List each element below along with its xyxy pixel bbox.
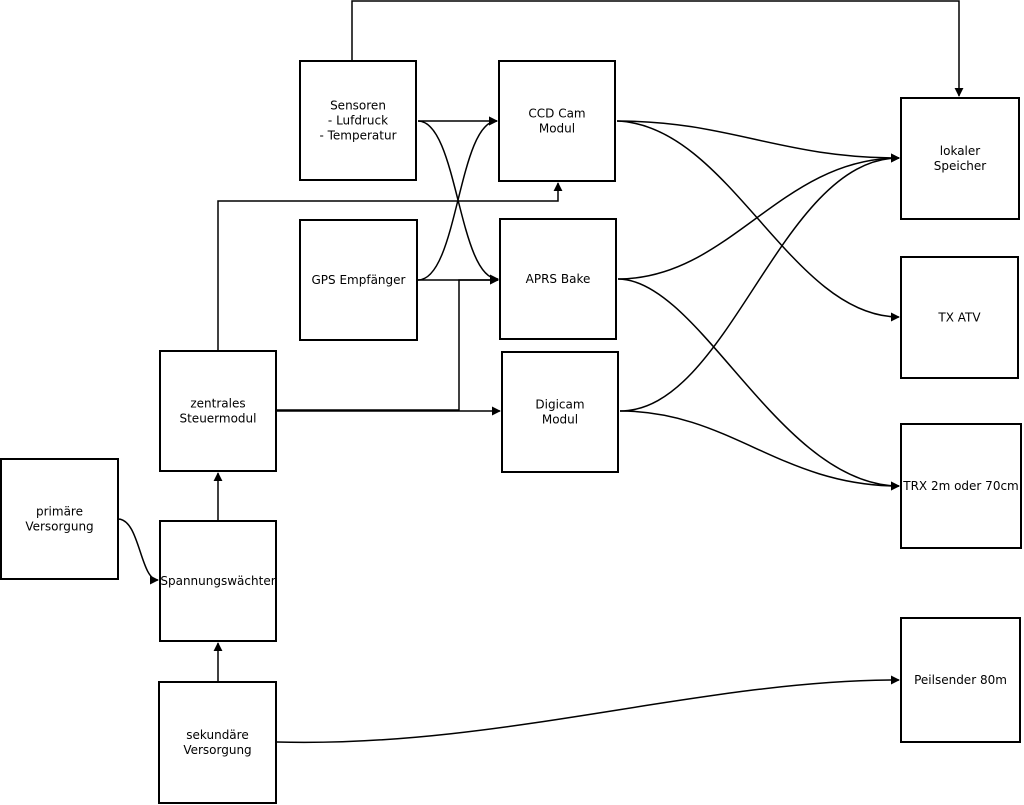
arrow-primaer-to-spannung <box>117 518 159 585</box>
arrow-aprs-to-trx <box>617 278 900 491</box>
node-box <box>900 617 1021 743</box>
node-box <box>0 458 119 580</box>
arrow-zentral-to-aprs <box>277 275 499 411</box>
node-label-line: Versorgung <box>25 520 93 534</box>
node-box <box>299 60 417 181</box>
arrow-ccd-to-txatv <box>616 120 900 322</box>
node-label-line: Modul <box>539 122 575 136</box>
node-peil: Peilsender 80m <box>900 617 1021 743</box>
node-box <box>159 520 277 642</box>
node-label-line: - Temperatur <box>319 129 396 143</box>
arrow-aprs-to-lokal <box>617 153 900 280</box>
arrow-ccd-to-lokal <box>616 120 900 163</box>
node-box <box>499 218 617 340</box>
arrow-digicam-to-lokal <box>619 153 900 412</box>
node-spannung: Spannungswächter <box>159 520 277 642</box>
node-label-line: lokaler <box>940 144 980 158</box>
node-label-line: Versorgung <box>183 743 251 757</box>
node-label-line: - Lufdruck <box>328 114 388 128</box>
node-label-line: Modul <box>542 413 578 427</box>
node-label-line: Peilsender 80m <box>914 673 1007 687</box>
node-aprs: APRS Bake <box>499 218 617 340</box>
node-sensoren: Sensoren- Lufdruck- Temperatur <box>299 60 417 181</box>
node-box <box>900 97 1020 220</box>
node-box <box>501 351 619 473</box>
node-label-line: APRS Bake <box>526 272 591 286</box>
node-label-line: GPS Empfänger <box>312 273 406 287</box>
node-label-line: Digicam <box>535 398 584 412</box>
node-box <box>158 681 277 804</box>
node-txatv: TX ATV <box>900 256 1019 379</box>
arrow-zentral-to-ccd <box>217 182 563 351</box>
arrow-sekundaer-to-peil <box>276 675 900 744</box>
node-label-line: primäre <box>36 505 83 519</box>
node-label-line: zentrales <box>190 397 245 411</box>
node-label-line: Speicher <box>934 159 987 173</box>
node-box <box>498 60 616 182</box>
arrow-digicam-to-trx <box>619 410 900 491</box>
node-label-line: sekundäre <box>186 728 248 742</box>
connection-layer <box>117 0 964 744</box>
node-gps: GPS Empfänger <box>299 219 418 341</box>
node-box <box>900 256 1019 379</box>
node-box <box>900 423 1022 549</box>
node-label-line: Spannungswächter <box>160 574 275 588</box>
node-label-line: TRX 2m oder 70cm <box>902 479 1019 493</box>
arrow-sensoren-to-lokal <box>351 0 964 97</box>
node-box <box>159 350 277 472</box>
node-label-line: TX ATV <box>937 311 981 325</box>
node-label-line: CCD Cam <box>528 107 585 121</box>
node-trx: TRX 2m oder 70cm <box>900 423 1022 549</box>
node-label-line: Steuermodul <box>179 412 256 426</box>
node-label-line: Sensoren <box>330 99 386 113</box>
node-box <box>299 219 418 341</box>
